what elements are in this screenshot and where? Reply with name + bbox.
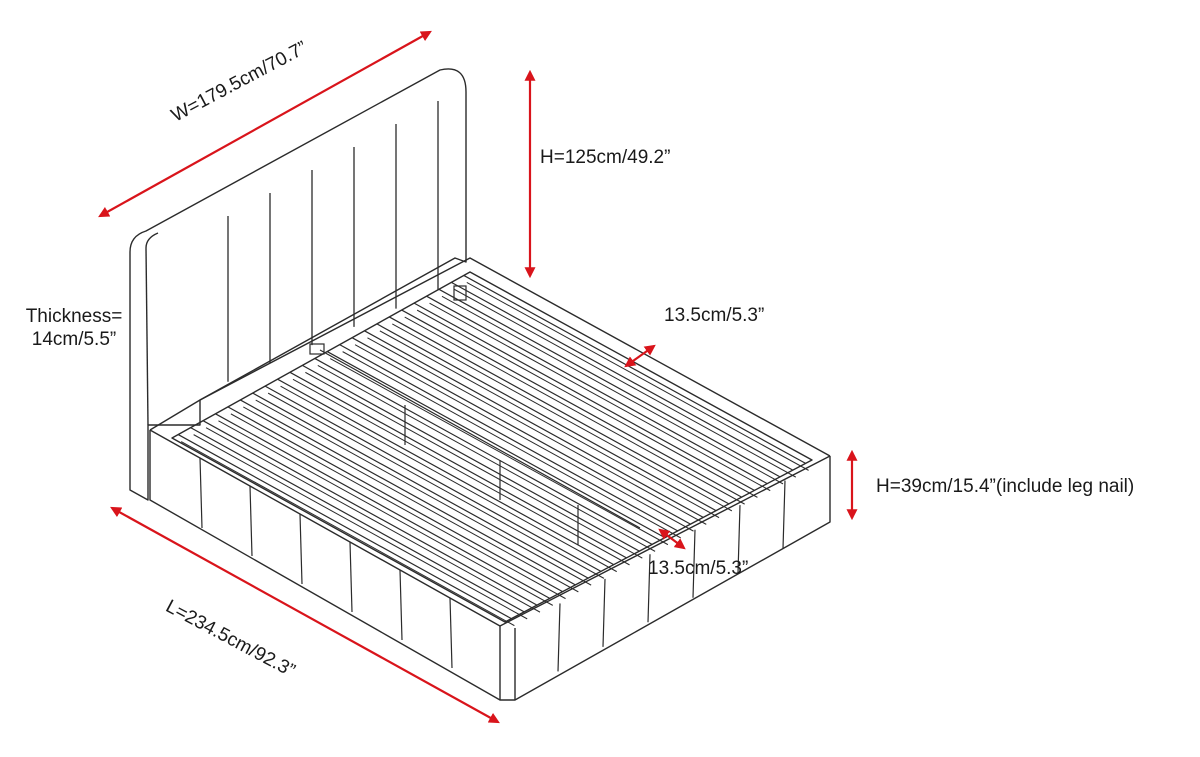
slat xyxy=(289,371,627,559)
slat-edge xyxy=(280,385,617,573)
width-arrow xyxy=(98,30,432,218)
slat xyxy=(240,399,576,586)
slat-edge xyxy=(379,330,720,519)
headboard-brackets xyxy=(309,285,467,355)
rail-panel-divider xyxy=(449,597,453,669)
footboard-panel-divider xyxy=(737,505,741,574)
slat-edge xyxy=(255,399,592,586)
slat-edge xyxy=(429,302,771,492)
slats xyxy=(177,274,809,627)
slat xyxy=(401,309,742,498)
slat xyxy=(376,323,717,512)
slat-gap-top-arrow xyxy=(624,344,656,368)
slat-edge xyxy=(441,295,784,485)
slat-edge xyxy=(454,288,797,478)
headboard-height-label: H=125cm/49.2” xyxy=(540,147,671,168)
slat-edge xyxy=(292,378,630,566)
thickness-label-line1: Thickness= xyxy=(25,306,123,327)
slat-edge xyxy=(466,282,809,471)
footboard-panel-divider xyxy=(557,603,561,672)
slat xyxy=(252,392,589,579)
footboard-panels xyxy=(557,480,786,672)
slat xyxy=(190,427,525,613)
slat xyxy=(413,302,755,491)
slat xyxy=(351,337,691,525)
slat xyxy=(339,344,678,532)
slat xyxy=(463,274,806,464)
footboard-panel-divider xyxy=(782,480,786,549)
slat-gap-bottom-arrow xyxy=(658,528,686,550)
thickness-label: Thickness= 14cm/5.5” xyxy=(18,306,130,352)
center-support-beam xyxy=(319,349,641,545)
slat-edge xyxy=(267,392,605,579)
dimension-arrows xyxy=(98,30,858,724)
slat xyxy=(438,288,781,478)
rail-panel-divider xyxy=(299,513,303,585)
slat-edge xyxy=(317,365,656,552)
rail-panel-divider xyxy=(399,569,403,641)
bed-height-label: H=39cm/15.4”(include leg nail) xyxy=(876,476,1135,497)
slat xyxy=(326,351,666,539)
slat xyxy=(227,406,563,593)
slat xyxy=(426,295,768,485)
slat-gap-bottom-label: 13.5cm/5.3” xyxy=(648,558,749,579)
slat-edge xyxy=(329,358,669,546)
footboard-panel-divider xyxy=(692,529,696,598)
slat xyxy=(202,420,538,606)
headboard-channels xyxy=(227,101,439,382)
slat-edge xyxy=(354,344,694,532)
rail-panel-divider xyxy=(249,485,253,557)
slat-edge xyxy=(243,406,579,593)
slat xyxy=(302,364,640,552)
footboard-panel-divider xyxy=(647,554,651,623)
slat-edge xyxy=(404,316,745,505)
length-arrow xyxy=(110,506,500,724)
slat-edge xyxy=(305,371,643,559)
slat-edge xyxy=(230,413,566,600)
slat xyxy=(314,357,653,545)
rail-panel-divider xyxy=(199,457,203,529)
slat xyxy=(215,413,551,599)
slat xyxy=(277,378,615,566)
slat-gap-top-label: 13.5cm/5.3” xyxy=(664,305,765,326)
thickness-label-line2: 14cm/5.5” xyxy=(31,328,117,350)
slat xyxy=(264,385,602,572)
slat-edge xyxy=(416,309,758,498)
slat xyxy=(451,281,794,471)
footboard-panel-divider xyxy=(602,578,606,647)
rail-panel-divider xyxy=(349,541,353,613)
slat-edge xyxy=(342,351,681,539)
slat-edge xyxy=(367,337,707,525)
slat xyxy=(364,330,704,518)
slat xyxy=(389,316,730,505)
slat xyxy=(177,434,512,620)
slat-edge xyxy=(392,323,733,512)
